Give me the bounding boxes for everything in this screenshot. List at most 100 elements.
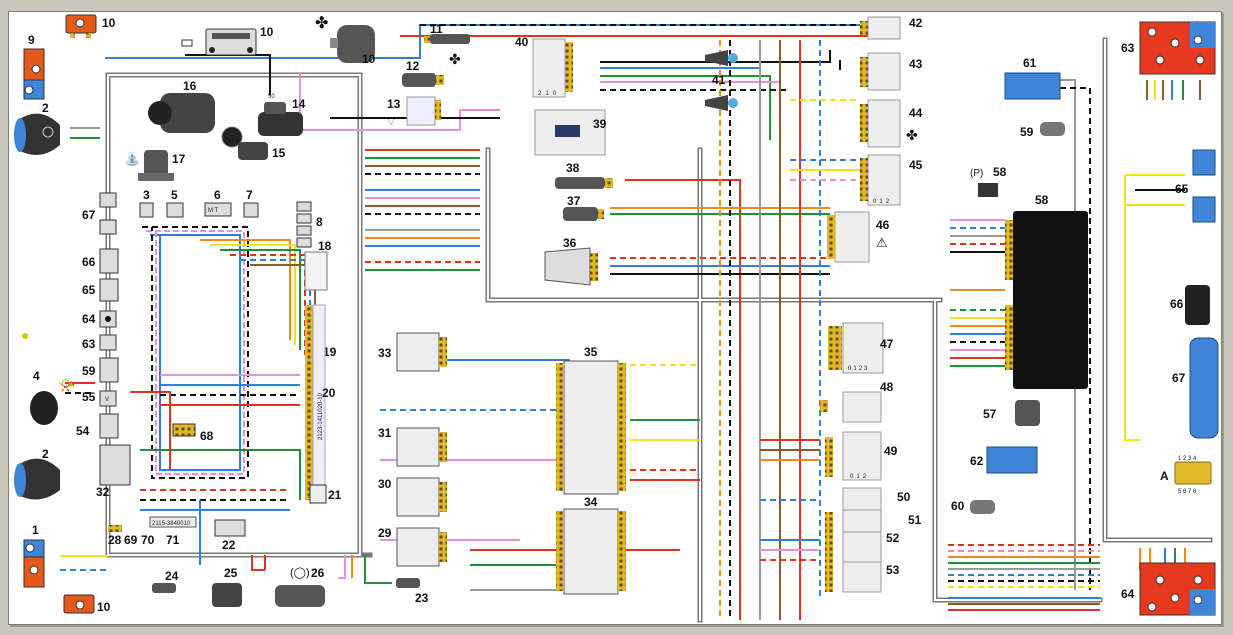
switch-44: 43 — [860, 52, 923, 91]
label-72: 68 — [200, 429, 214, 443]
label-53: 52 — [886, 531, 900, 545]
component-6: M T 6 — [204, 188, 232, 217]
label-37: 36 — [563, 236, 577, 250]
switch-51-to-54: 50 51 52 53 — [825, 487, 922, 593]
label-70: 66 — [82, 255, 96, 269]
component-56: V 55 — [82, 390, 117, 407]
label-43: 42 — [909, 16, 923, 30]
label-49: 48 — [880, 380, 894, 394]
component-2-bottom: 2 — [14, 447, 60, 500]
component-16-starter: 14 50 — [258, 94, 306, 136]
component-57-bottom: 60 — [951, 499, 995, 514]
label-39: 38 — [566, 161, 580, 175]
lamp-64: 65 — [1175, 149, 1216, 223]
label-10-bottom: 10 — [97, 600, 111, 614]
component-8-relay-stack: 8 — [296, 201, 323, 248]
label-58-bottom: 62 — [970, 454, 984, 468]
mt-mark: M T — [208, 208, 219, 214]
label-14: 12 — [406, 59, 420, 73]
label-63-bottom: 64 — [1121, 587, 1135, 601]
hazard-icon: ⚠ — [876, 235, 888, 250]
module-75-part-number: 2115-3840010 — [152, 521, 191, 527]
label-57-bottom: 60 — [951, 499, 965, 513]
component-26: 24 — [152, 569, 179, 593]
fuse-block-35: 34 — [556, 495, 626, 595]
label-22: 20 — [322, 386, 336, 400]
label-12: 10 — [362, 52, 376, 66]
label-74: 70 — [141, 533, 155, 547]
label-64: 65 — [1175, 182, 1189, 196]
brake-icon: (◯) — [290, 567, 310, 579]
component-3: 3 — [139, 188, 154, 218]
label-15: 13 — [387, 97, 401, 111]
component-18-generator: 16 — [148, 79, 215, 133]
fan-icon-13: ✤ — [449, 51, 461, 67]
component-4-horn: 4 📯 — [30, 369, 76, 425]
label-40: 39 — [593, 117, 607, 131]
component-69: 65 — [82, 278, 119, 302]
label-28: 26 — [311, 566, 325, 580]
switch-43: 42 — [860, 16, 923, 40]
label-6: 6 — [214, 188, 221, 202]
component-38: 37 — [563, 194, 604, 221]
component-40: 39 — [534, 109, 607, 156]
component-13: 11 ✤ — [424, 22, 470, 67]
component-10-bottom: 10 — [63, 594, 111, 614]
component-11-battery: 10 — [181, 25, 274, 56]
component-12-fan-motor: 10 ✤ — [315, 15, 376, 66]
label-61: 58 — [993, 165, 1007, 179]
label-68: 64 — [82, 312, 96, 326]
component-61: 58 (P) — [970, 165, 1007, 197]
label-46: 45 — [909, 158, 923, 172]
component-65: 66 — [1170, 285, 1210, 325]
component-15: 13 ⌔ — [386, 96, 441, 128]
component-27: 25 — [212, 566, 242, 607]
relay-31: 30 — [378, 477, 447, 517]
component-25: 23 — [396, 578, 429, 605]
label-56: 55 — [82, 390, 96, 404]
ecu-part-number: 2123-1411020-10 — [318, 392, 324, 440]
label-27: 25 — [224, 566, 238, 580]
label-1: 1 — [32, 523, 39, 537]
component-23: 21 — [309, 484, 342, 504]
lamp-58-bottom: 62 — [970, 446, 1038, 474]
label-66: 67 — [1172, 371, 1186, 385]
fan-icon-45: ✤ — [906, 127, 918, 143]
bottom-connectors: 28 69 70 2115-3840010 71 22 — [108, 516, 246, 552]
parking-brake-icon: (P) — [970, 168, 983, 179]
label-63-top: 63 — [1121, 41, 1135, 55]
v-mark: V — [105, 397, 109, 403]
terminal-50: 50 — [268, 94, 275, 100]
label-69: 65 — [82, 283, 96, 297]
component-67: 63 — [82, 334, 117, 351]
label-30: 29 — [378, 526, 392, 540]
component-22-ecu-connector: 2123-1411020-10 20 — [305, 304, 336, 501]
component-70: 66 — [82, 248, 119, 274]
label-73: 69 — [124, 533, 138, 547]
component-39: 38 — [555, 161, 613, 189]
component-17-wiper-motor: 15 — [221, 126, 286, 160]
component-20: 18 — [304, 239, 332, 291]
label-57-top: 59 — [1020, 125, 1034, 139]
label-31: 30 — [378, 477, 392, 491]
label-10-top: 10 — [102, 16, 116, 30]
component-37: 36 — [544, 236, 598, 286]
wiper-icon-15: ⌔ — [386, 116, 396, 128]
label-19: 17 — [172, 152, 186, 166]
label-60: 58 — [1035, 193, 1049, 207]
label-2-bottom: 2 — [42, 447, 49, 461]
component-19-washer-pump: 17 ⛲ — [124, 150, 186, 181]
label-71: 67 — [82, 208, 96, 222]
label-29: 28 — [108, 533, 122, 547]
marker-dot — [22, 333, 28, 339]
switch-45: 44 ✤ — [860, 99, 923, 148]
component-62: 59 — [82, 357, 119, 383]
label-36: 35 — [584, 345, 598, 359]
component-10-top: 10 — [65, 14, 116, 38]
rear-lamp-63-top: 63 — [1121, 21, 1216, 75]
